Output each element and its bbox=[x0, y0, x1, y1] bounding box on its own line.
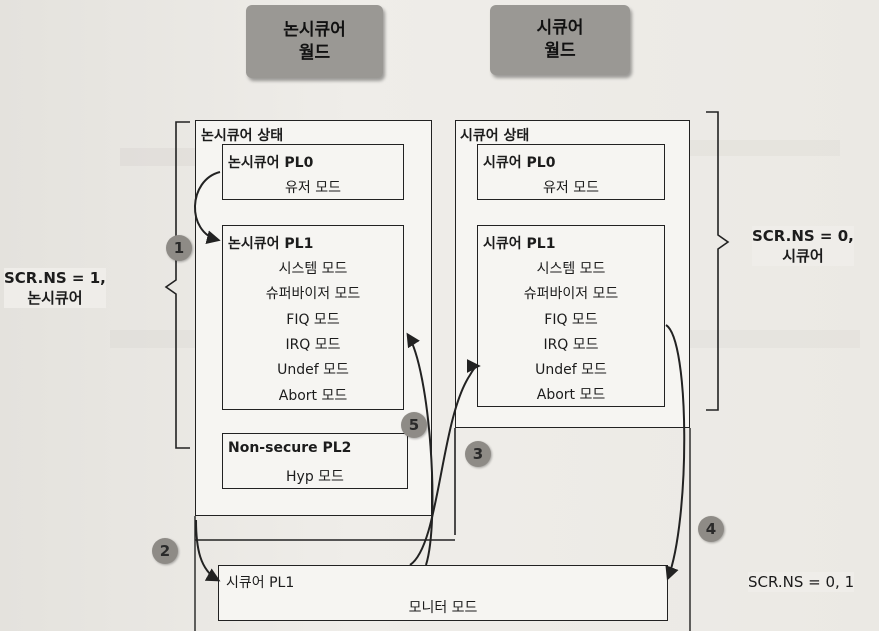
step-badge-3: 3 bbox=[465, 441, 491, 467]
scr-ns-0-line2: 시큐어 bbox=[782, 247, 824, 265]
bleed-through-text bbox=[120, 148, 200, 166]
nonsecure-pl1-mode-system: 시스템 모드 bbox=[278, 261, 348, 277]
nonsecure-pl2-box bbox=[222, 433, 408, 489]
scr-ns-1-line2: 논시큐어 bbox=[27, 289, 83, 307]
step-badge-2: 2 bbox=[152, 538, 178, 564]
nonsecure-pl0-title: 논시큐어 PL0 bbox=[228, 155, 314, 171]
bleed-through-text bbox=[110, 330, 210, 348]
step-badge-1: 1 bbox=[166, 235, 192, 261]
secure-pl1-mode-abort: Abort 모드 bbox=[536, 387, 606, 403]
nonsecure-pl2-mode-hyp: Hyp 모드 bbox=[286, 469, 344, 485]
secure-world-line1: 시큐어 bbox=[536, 18, 584, 38]
monitor-title: 시큐어 PL1 bbox=[226, 575, 295, 591]
scr-ns-1-line1: SCR.NS = 1, bbox=[4, 269, 106, 287]
nonsecure-pl1-mode-undef: Undef 모드 bbox=[277, 362, 349, 378]
scr-ns-0-label: SCR.NS = 0, 시큐어 bbox=[752, 226, 854, 266]
nonsecure-world-line2: 월드 bbox=[298, 42, 331, 63]
step-badge-4: 4 bbox=[698, 516, 724, 542]
step-badge-5: 5 bbox=[401, 412, 427, 438]
scr-ns-0-line1: SCR.NS = 0, bbox=[752, 227, 854, 245]
nonsecure-pl1-title: 논시큐어 PL1 bbox=[228, 236, 314, 252]
scr-ns-1-label: SCR.NS = 1, 논시큐어 bbox=[4, 268, 106, 308]
secure-pl1-mode-fiq: FIQ 모드 bbox=[544, 312, 598, 328]
arrow-step-3 bbox=[409, 359, 481, 566]
nonsecure-pl0-box bbox=[222, 144, 404, 200]
secure-pl1-mode-supervisor: 슈퍼바이저 모드 bbox=[523, 286, 619, 302]
bleed-through-text bbox=[690, 140, 840, 156]
scr-ns-01-label: SCR.NS = 0, 1 bbox=[748, 572, 855, 592]
secure-pl1-mode-undef: Undef 모드 bbox=[535, 362, 607, 378]
monitor-box bbox=[218, 565, 668, 621]
secure-pl1-box bbox=[477, 225, 665, 407]
secure-pl0-mode-user: 유저 모드 bbox=[543, 180, 599, 196]
nonsecure-world-header: 논시큐어 월드 bbox=[246, 5, 383, 78]
secure-pl1-mode-system: 시스템 모드 bbox=[536, 261, 606, 277]
nonsecure-pl1-mode-abort: Abort 모드 bbox=[278, 388, 348, 404]
arrow-step-5 bbox=[406, 332, 434, 566]
monitor-mode: 모니터 모드 bbox=[408, 600, 478, 616]
secure-brace bbox=[706, 111, 730, 411]
nonsecure-pl1-box bbox=[222, 225, 404, 410]
nonsecure-pl1-mode-irq: IRQ 모드 bbox=[285, 337, 341, 353]
secure-pl1-mode-irq: IRQ 모드 bbox=[543, 337, 599, 353]
arrow-step-2 bbox=[195, 519, 221, 582]
bleed-through-text bbox=[690, 330, 860, 348]
arrow-step-1 bbox=[194, 171, 221, 245]
secure-world-header: 시큐어 월드 bbox=[490, 5, 630, 75]
secure-pl1-title: 시큐어 PL1 bbox=[483, 236, 556, 252]
arrow-step-4 bbox=[665, 324, 686, 581]
nonsecure-state-title: 논시큐어 상태 bbox=[201, 128, 284, 144]
nonsecure-pl0-mode-user: 유저 모드 bbox=[285, 180, 341, 196]
nonsecure-pl1-mode-fiq: FIQ 모드 bbox=[286, 312, 340, 328]
nonsecure-pl1-mode-supervisor: 슈퍼바이저 모드 bbox=[265, 286, 361, 302]
secure-world-line2: 월드 bbox=[544, 41, 576, 61]
nonsecure-world-line1: 논시큐어 bbox=[283, 19, 346, 40]
secure-pl0-title: 시큐어 PL0 bbox=[483, 155, 556, 171]
secure-state-title: 시큐어 상태 bbox=[460, 128, 530, 144]
nonsecure-pl2-title: Non-secure PL2 bbox=[228, 440, 352, 456]
nonsecure-brace bbox=[164, 121, 190, 449]
secure-pl0-box bbox=[477, 144, 665, 200]
